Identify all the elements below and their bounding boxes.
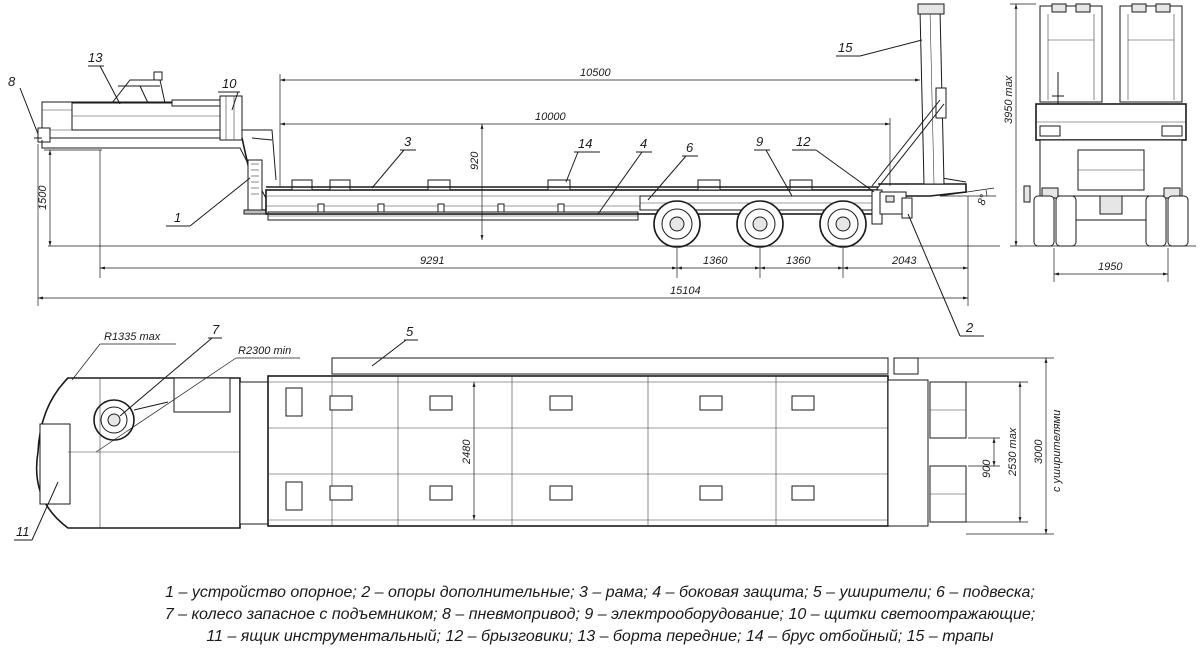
callout-11: 11 xyxy=(16,524,30,539)
spare-wheel xyxy=(93,399,169,441)
axle-3-wheel xyxy=(819,200,867,248)
dim-9291: 9291 xyxy=(420,255,444,267)
deck-stakes xyxy=(291,179,813,191)
legend: 1 – устройство опорное; 2 – опоры дополн… xyxy=(165,584,1035,645)
callout-2: 2 xyxy=(965,320,974,335)
main-deck-plan xyxy=(267,375,889,527)
tool-box xyxy=(39,423,71,505)
callout-9: 9 xyxy=(756,134,763,149)
pneumatic-drive xyxy=(37,127,51,143)
gooseneck-plan xyxy=(35,377,241,529)
dim-2530-max: 2530 max xyxy=(1007,427,1019,477)
axle-2-wheel xyxy=(736,200,784,248)
radius-r1335: R1335 max xyxy=(104,331,161,343)
callout-6: 6 xyxy=(686,140,694,155)
widener-strip xyxy=(331,357,889,375)
lashing-points-top xyxy=(285,387,815,417)
dim-2043: 2043 xyxy=(891,255,917,267)
callout-12: 12 xyxy=(796,134,811,149)
callout-1: 1 xyxy=(174,210,181,225)
loading-ramps xyxy=(871,3,947,191)
rear-ramp-left xyxy=(1039,5,1103,103)
legend-line-1: 1 – устройство опорное; 2 – опоры дополн… xyxy=(165,584,1035,601)
legend-line-2: 7 – колесо запасное с подъемником; 8 – п… xyxy=(165,606,1035,623)
rear-ramp-right xyxy=(1119,5,1183,103)
axle-1-wheel xyxy=(653,200,701,248)
callout-7: 7 xyxy=(212,322,220,337)
dim-3000: 3000 xyxy=(1033,439,1045,464)
rear-wheel-left-outer xyxy=(1033,195,1055,247)
lashing-points-bottom xyxy=(285,481,815,511)
dim-1950: 1950 xyxy=(1098,261,1123,273)
callout-14: 14 xyxy=(578,136,592,151)
rear-wheel-left-inner xyxy=(1055,195,1077,247)
auxiliary-support xyxy=(901,197,913,219)
rear-wheel-right-inner xyxy=(1145,195,1167,247)
dim-1360-a: 1360 xyxy=(703,255,728,267)
dim-3000-note: с уширителями xyxy=(1051,410,1063,492)
landing-gear xyxy=(247,159,263,213)
rear-view: 3950 max 1950 xyxy=(1003,3,1196,282)
dim-2480: 2480 xyxy=(461,439,473,465)
dim-3950-max: 3950 max xyxy=(1003,75,1015,124)
legend-line-3: 11 – ящик инструментальный; 12 – брызгов… xyxy=(206,628,993,645)
callout-15: 15 xyxy=(838,40,853,55)
dim-10000: 10000 xyxy=(535,111,566,123)
callout-8: 8 xyxy=(8,74,16,89)
callout-5: 5 xyxy=(406,324,414,339)
reflective-shields xyxy=(219,95,243,141)
callout-3: 3 xyxy=(404,134,412,149)
top-view: 2480 900 2530 max 3000 с уширителями R13… xyxy=(14,322,1063,541)
dim-900: 900 xyxy=(981,459,993,478)
callout-10: 10 xyxy=(222,76,237,91)
dim-920: 920 xyxy=(469,151,481,170)
radius-r2300: R2300 min xyxy=(238,345,291,357)
callout-4: 4 xyxy=(640,136,647,151)
dim-15104: 15104 xyxy=(670,285,701,297)
dim-1360-b: 1360 xyxy=(786,255,811,267)
side-view: 10500 10000 920 1500 9291 1360 1360 2043… xyxy=(8,3,1000,337)
front-boards xyxy=(71,102,238,131)
angle-8: 8° xyxy=(976,192,991,207)
dim-1500: 1500 xyxy=(37,185,49,210)
dim-10500: 10500 xyxy=(580,67,611,79)
rear-wheel-right-outer xyxy=(1167,195,1189,247)
front-winch-frame xyxy=(111,79,166,104)
callout-13: 13 xyxy=(88,50,103,65)
frame-hooks xyxy=(317,203,565,213)
